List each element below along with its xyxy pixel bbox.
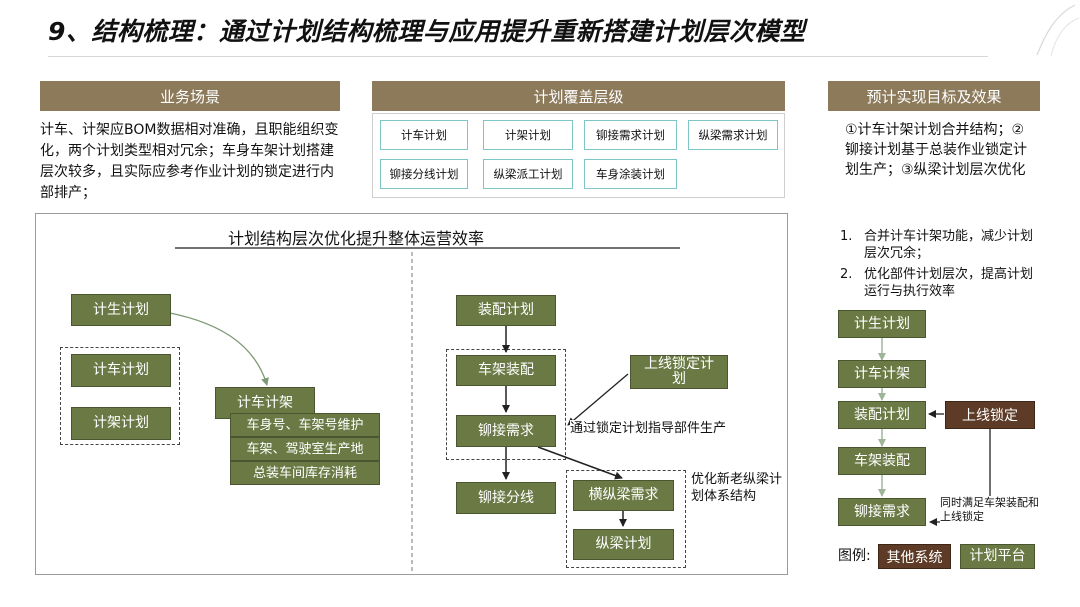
node-grouped-plan[interactable]: 计架计划 [71,407,171,440]
lock-note: 通过锁定计划指导部件生产 [570,420,726,437]
optimize-note: 优化新老纵梁计划体系结构 [691,471,786,505]
flow-node[interactable]: 装配计划 [838,401,926,429]
legend-label: 图例: [838,548,871,565]
node-grouped-plan[interactable]: 铆接需求 [456,415,556,447]
node-optimized-plan[interactable]: 横纵梁需求 [573,480,674,511]
connector-to-optimized [538,447,622,478]
node-grouped-plan[interactable]: 车架装配 [456,355,556,386]
flow-node[interactable]: 铆接需求 [838,498,926,526]
node-subitem[interactable]: 车身号、车架号维护 [230,413,380,437]
flow-node[interactable]: 车架装配 [838,447,926,475]
connector-lock [568,374,628,425]
node-source-plan[interactable]: 计生计划 [71,294,171,326]
node-branch-plan[interactable]: 铆接分线 [456,482,556,514]
flow-lock-node[interactable]: 上线锁定 [945,401,1035,429]
legend-plan-platform: 计划平台 [960,544,1035,569]
flow-note: 同时满足车架装配和上线锁定 [940,496,1040,524]
node-subitem[interactable]: 车架、驾驶室生产地 [230,437,380,461]
flow-node[interactable]: 计车计架 [838,360,926,388]
node-top-plan[interactable]: 装配计划 [456,295,556,326]
corner-decoration [1015,0,1080,60]
node-subitem[interactable]: 总装车间库存消耗 [230,461,380,485]
node-optimized-plan[interactable]: 纵梁计划 [573,529,674,560]
node-grouped-plan[interactable]: 计车计划 [71,354,171,387]
legend-other-system: 其他系统 [878,544,951,569]
flow-node[interactable]: 计生计划 [838,310,926,338]
node-lock-plan[interactable]: 上线锁定计划 [630,355,728,389]
